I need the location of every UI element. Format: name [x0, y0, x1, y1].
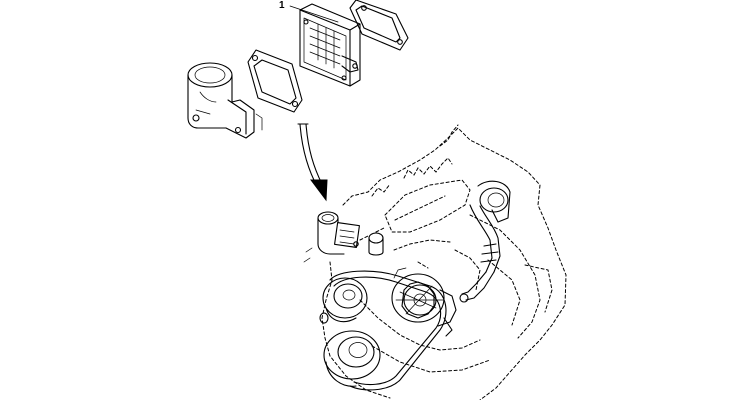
thermostat-unit [299, 3, 361, 87]
crank-pulley [323, 330, 381, 387]
air-intake-pipe [459, 180, 511, 303]
thermostat-housing-installed [303, 211, 360, 263]
oil-filler-cap [368, 232, 384, 256]
gasket-lower [247, 49, 303, 113]
engine-block-outline [321, 124, 567, 401]
water-pump-pulley [319, 277, 368, 324]
assembly-arrow [297, 123, 328, 202]
thermostat-housing-part [187, 62, 263, 139]
callout-leader [289, 5, 339, 23]
fan-belt [329, 270, 447, 391]
alternator [391, 267, 457, 337]
callout-number: 1 [279, 0, 285, 11]
gasket-upper [349, 0, 409, 51]
